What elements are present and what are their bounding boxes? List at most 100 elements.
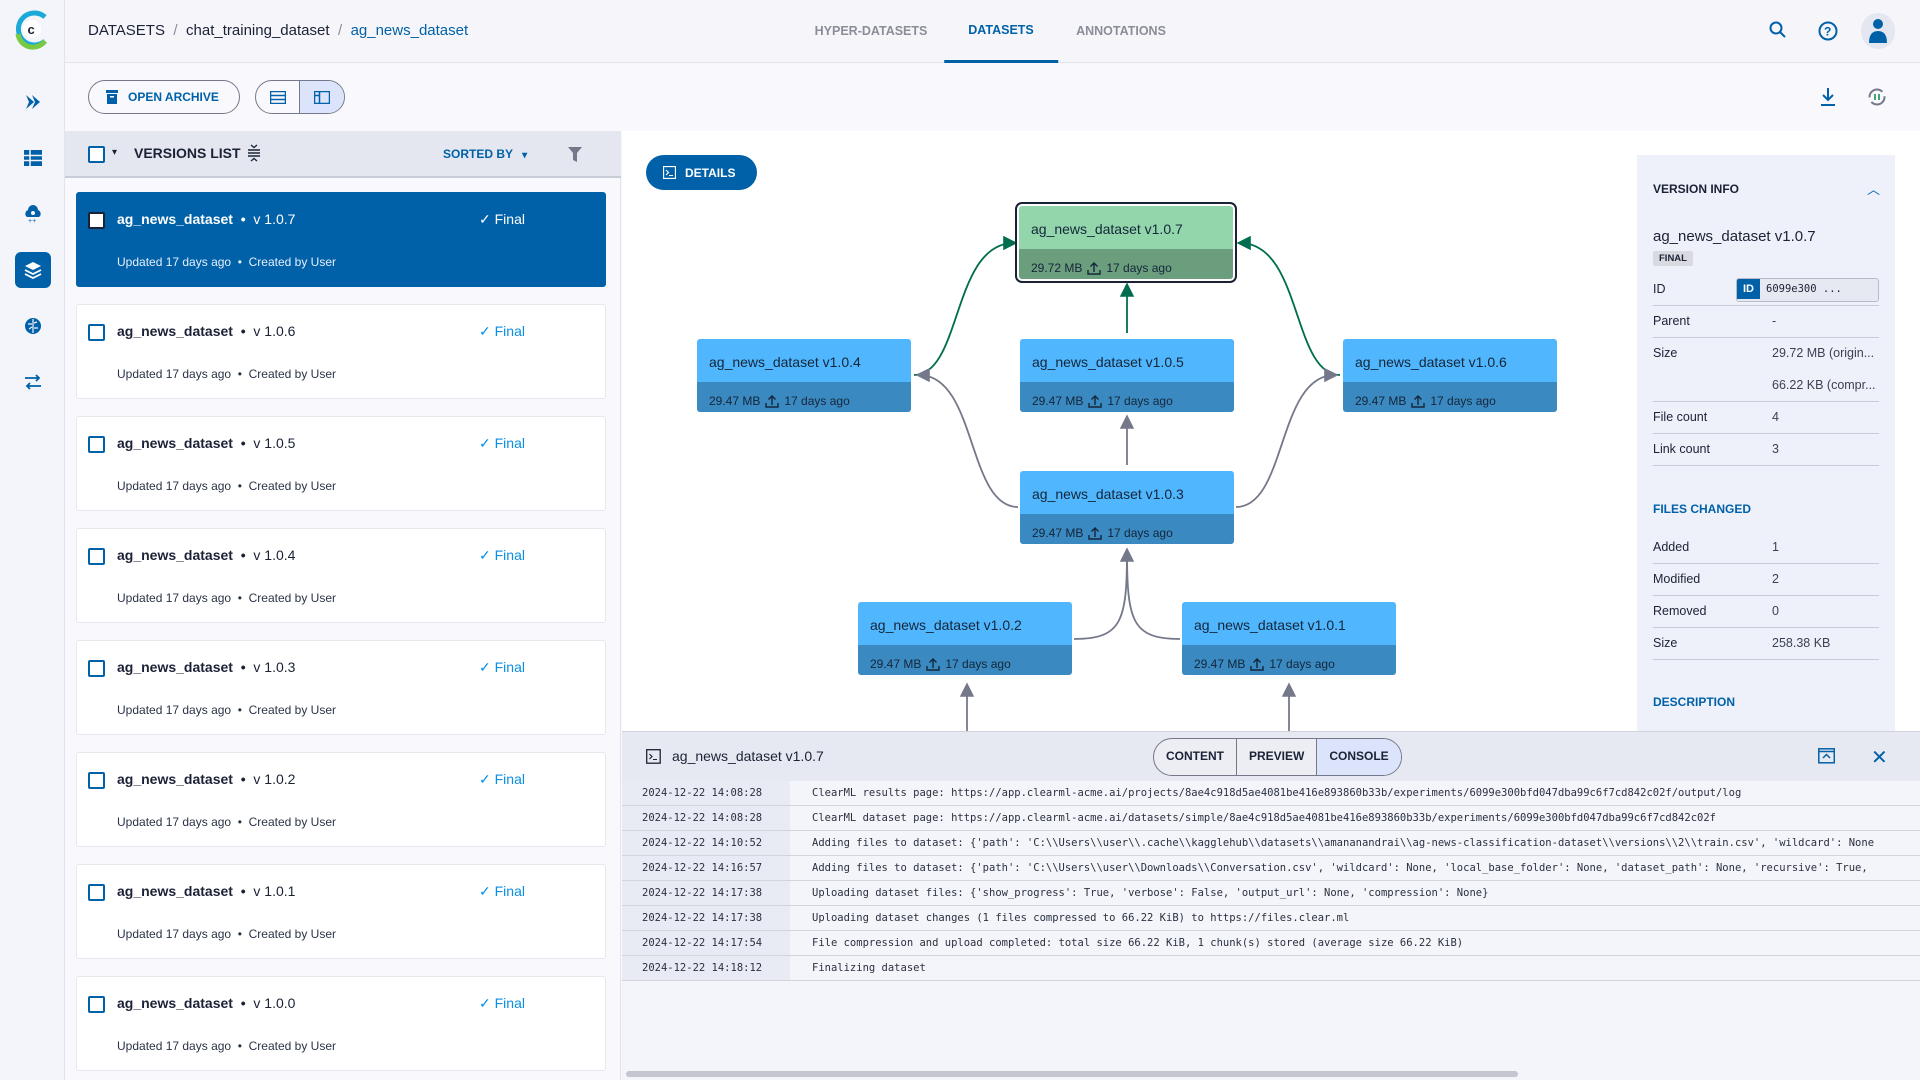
info-label: Added <box>1653 540 1690 554</box>
collapse-chevron-up-icon[interactable]: ︿ <box>1867 182 1881 197</box>
archive-icon <box>106 90 118 104</box>
version-number: v 1.0.4 <box>253 547 296 563</box>
version-card[interactable]: ag_news_dataset • v 1.0.5 ✓ Final Update… <box>76 416 606 511</box>
nav-brain-icon[interactable] <box>15 308 51 344</box>
auto-refresh-pause-icon[interactable] <box>1867 87 1887 112</box>
nav-layers-icon[interactable] <box>15 252 51 288</box>
version-meta: Updated 17 days ago • Created by User <box>117 1039 337 1053</box>
terminal-icon <box>646 749 661 764</box>
version-card[interactable]: ag_news_dataset • v 1.0.1 ✓ Final Update… <box>76 864 606 959</box>
sorted-by-dropdown[interactable]: SORTED BY ▾ <box>443 147 527 161</box>
user-avatar[interactable] <box>1861 13 1895 49</box>
upload-icon <box>926 658 941 671</box>
version-meta: Updated 17 days ago • Created by User <box>117 255 337 269</box>
filter-icon[interactable] <box>568 147 582 167</box>
node-title: ag_news_dataset v1.0.4 <box>697 339 911 382</box>
version-checkbox[interactable] <box>88 324 105 341</box>
node-title: ag_news_dataset v1.0.5 <box>1020 339 1234 382</box>
version-checkbox[interactable] <box>88 660 105 677</box>
info-value: 3 <box>1772 442 1779 456</box>
breadcrumb-root[interactable]: DATASETS <box>88 22 165 39</box>
nav-orchestration-icon[interactable] <box>15 364 51 400</box>
version-name: ag_news_dataset • v 1.0.4 <box>117 547 296 563</box>
table-view-button[interactable] <box>256 81 301 113</box>
tab-preview[interactable]: PREVIEW <box>1237 739 1318 775</box>
info-value: 4 <box>1772 410 1779 424</box>
edge-v106-v107 <box>1236 235 1341 376</box>
tab-annotations[interactable]: ANNOTATIONS <box>1076 24 1166 38</box>
node-size: 29.47 MB <box>1194 657 1246 671</box>
sorted-by-label: SORTED BY <box>443 147 513 161</box>
nav-model-cloud-icon[interactable]: ++ <box>15 196 51 232</box>
version-card[interactable]: ag_news_dataset • v 1.0.7 ✓ Final Update… <box>76 192 606 287</box>
upload-icon <box>765 395 780 408</box>
info-label: Size <box>1653 636 1678 650</box>
breadcrumb-project[interactable]: chat_training_dataset <box>186 22 330 39</box>
upload-icon <box>1411 395 1426 408</box>
version-card[interactable]: ag_news_dataset • v 1.0.2 ✓ Final Update… <box>76 752 606 847</box>
tab-console[interactable]: CONSOLE <box>1317 739 1401 775</box>
version-card[interactable]: ag_news_dataset • v 1.0.0 ✓ Final Update… <box>76 976 606 1071</box>
version-status: ✓ Final <box>479 547 525 563</box>
breadcrumb-current[interactable]: ag_news_dataset <box>350 22 469 39</box>
horizontal-scrollbar[interactable] <box>626 1071 1518 1077</box>
version-checkbox[interactable] <box>88 548 105 565</box>
version-card[interactable]: ag_news_dataset • v 1.0.3 ✓ Final Update… <box>76 640 606 735</box>
chevron-down-icon: ▾ <box>522 150 528 161</box>
console-message: Finalizing dataset <box>812 962 926 974</box>
details-view-button[interactable] <box>300 81 344 113</box>
maximize-panel-icon[interactable] <box>1818 748 1836 769</box>
info-value: 1 <box>1772 540 1779 554</box>
help-icon[interactable]: ? <box>1817 20 1839 47</box>
open-archive-button[interactable]: OPEN ARCHIVE <box>88 80 240 114</box>
select-all-checkbox[interactable] <box>88 146 105 163</box>
version-card[interactable]: ag_news_dataset • v 1.0.4 ✓ Final Update… <box>76 528 606 623</box>
version-checkbox[interactable] <box>88 996 105 1013</box>
version-checkbox[interactable] <box>88 884 105 901</box>
clearml-logo[interactable]: c <box>10 8 52 50</box>
info-label: Modified <box>1653 572 1701 586</box>
version-meta: Updated 17 days ago • Created by User <box>117 815 337 829</box>
version-status: ✓ Final <box>479 995 525 1011</box>
node-size: 29.47 MB <box>709 394 761 408</box>
download-icon[interactable] <box>1819 87 1837 112</box>
version-checkbox[interactable] <box>88 772 105 789</box>
search-icon[interactable] <box>1768 20 1788 45</box>
panel-tabs: CONTENT PREVIEW CONSOLE <box>1153 738 1402 776</box>
close-icon[interactable]: ✕ <box>1871 747 1888 769</box>
nav-datasets-table-icon[interactable] <box>15 140 51 176</box>
terminal-icon <box>663 166 676 179</box>
version-name: ag_news_dataset • v 1.0.6 <box>117 323 296 339</box>
node-size: 29.47 MB <box>1355 394 1407 408</box>
node-title: ag_news_dataset v1.0.6 <box>1343 339 1557 382</box>
version-status: ✓ Final <box>479 771 525 787</box>
nav-pipelines-icon[interactable] <box>15 84 51 120</box>
check-icon: ✓ <box>479 435 491 451</box>
collapse-icon[interactable] <box>247 144 261 167</box>
version-checkbox[interactable] <box>88 436 105 453</box>
version-name: ag_news_dataset v1.0.7 <box>1653 228 1816 245</box>
tab-hyper-datasets[interactable]: HYPER-DATASETS <box>814 24 928 38</box>
tab-datasets[interactable]: DATASETS <box>944 0 1058 63</box>
info-value: 0 <box>1772 604 1779 618</box>
top-header: DATASETS / chat_training_dataset / ag_ne… <box>65 0 1920 63</box>
check-icon: ✓ <box>479 995 491 1011</box>
tab-content[interactable]: CONTENT <box>1154 739 1237 775</box>
console-message: Uploading dataset changes (1 files compr… <box>812 912 1350 924</box>
version-card[interactable]: ag_news_dataset • v 1.0.6 ✓ Final Update… <box>76 304 606 399</box>
details-button[interactable]: DETAILS <box>646 155 757 190</box>
select-menu-caret-icon[interactable]: ▾ <box>112 147 118 158</box>
edge-v101-v103 <box>1126 550 1181 640</box>
version-checkbox[interactable] <box>88 212 105 229</box>
